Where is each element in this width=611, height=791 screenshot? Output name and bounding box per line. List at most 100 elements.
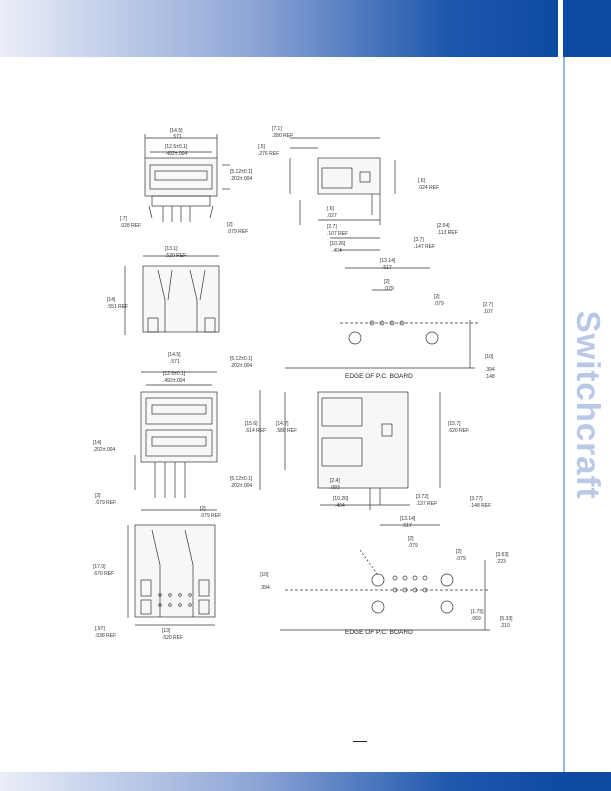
dim-label: .394 [260, 585, 270, 591]
dim-label: [14.5] [168, 352, 181, 358]
dim-label: [17.0] [93, 564, 106, 570]
dim-label: .107 [483, 309, 493, 315]
dim-label: [2.4] [330, 478, 340, 484]
dim-label: [3.72] [416, 494, 429, 500]
dim-label: [5.33] [500, 616, 513, 622]
dim-label: .202±.004 [230, 483, 252, 489]
dim-label: [5.12±0.1] [230, 169, 253, 175]
pcb-layout-dual [280, 524, 490, 631]
pcb-layout-single [285, 267, 480, 369]
dim-label: .670 REF [93, 571, 114, 577]
dim-label: [14] [107, 297, 116, 303]
dim-label: .148 REF [470, 503, 491, 509]
dim-label: .517 [382, 265, 392, 271]
dim-label: [2] [227, 222, 233, 228]
dim-label: .038 REF [95, 633, 116, 639]
dim-label: .280 REF [272, 133, 293, 139]
front-view-single [144, 134, 230, 222]
dim-label: [10.26] [330, 241, 346, 247]
dim-label: .614 REF [245, 428, 266, 434]
dim-label: .107 REF [327, 231, 348, 237]
dim-label: [2] [95, 493, 101, 499]
dim-label: .027 [327, 213, 337, 219]
bottom-view-single [124, 255, 220, 335]
dim-label: .079 [456, 556, 466, 562]
dim-label: [5.12±0.1] [230, 356, 253, 362]
dim-label: [2.7] [327, 224, 337, 230]
dim-label: [12.5±0.1] [165, 144, 188, 150]
dim-label: .079 REF [95, 500, 116, 506]
dim-label: .079 [384, 286, 394, 292]
side-view-single [289, 137, 396, 251]
dim-label: [.6] [418, 178, 426, 184]
dim-label: .202±.004 [230, 176, 252, 182]
dim-label: .394 [485, 367, 495, 373]
dim-label: .223 [496, 559, 506, 565]
dim-label: [1.75] [471, 609, 484, 615]
dim-label: [7.1] [272, 126, 282, 132]
dim-label: .202±.004 [93, 447, 115, 453]
dim-label: [.5] [258, 144, 266, 150]
dim-label: [.6] [327, 206, 335, 212]
dim-label: [2] [408, 536, 414, 542]
dim-label: .113 REF [437, 230, 458, 236]
dim-label: [5.12±0.1] [230, 476, 253, 482]
dim-label: .079 REF [227, 229, 248, 235]
dim-label: [14.7] [276, 421, 289, 427]
front-view-dual [134, 371, 218, 511]
dim-label: .137 REF [416, 501, 437, 507]
dim-label: .517 [402, 523, 412, 529]
dim-label: [14.5] [170, 128, 183, 134]
dim-label: [2.54] [437, 223, 450, 229]
dim-label: [2] [384, 279, 390, 285]
side-rail [563, 57, 611, 791]
dim-label: [13] [162, 628, 171, 634]
dim-label: .079 [434, 301, 444, 307]
dim-label: .148 [485, 374, 495, 380]
dim-label: [13.14] [400, 516, 416, 522]
dim-label: [.7] [120, 216, 128, 222]
dim-label: [2.7] [483, 302, 493, 308]
dim-label: [2] [200, 506, 206, 512]
footer-gradient-bar [0, 772, 563, 791]
dim-label: .571 [170, 359, 180, 365]
dim-label: .093 [330, 485, 340, 491]
dim-label: [2] [456, 549, 462, 555]
dim-label: .069 [471, 616, 481, 622]
header-corner-block [563, 0, 611, 57]
dim-label: .079 [408, 543, 418, 549]
dim-label: .571 [172, 134, 182, 140]
dim-label: [3.63] [496, 552, 509, 558]
dimension-labels: [14.5] .571 [12.5±0.1] .492±.004 [5.12±0… [93, 126, 513, 641]
dim-label: [2] [434, 294, 440, 300]
side-view-dual [259, 390, 441, 510]
edge-of-board-label: EDGE OF P.C. BOARD [345, 629, 413, 636]
dim-label: .147 REF [414, 244, 435, 250]
dim-label: .024 REF [418, 185, 439, 191]
dim-label: .210 [500, 623, 510, 629]
header-gradient-bar [0, 0, 558, 57]
dim-label: .028 REF [120, 223, 141, 229]
dim-label: [10] [260, 572, 269, 578]
bottom-view-dual [127, 524, 216, 626]
dim-label: .276 REF [258, 151, 279, 157]
dim-label: .520 REF [165, 253, 186, 259]
dim-label: .520 REF [162, 635, 183, 641]
dim-label: .492±.004 [163, 378, 185, 384]
dim-label: [14] [93, 440, 102, 446]
page-marker [353, 741, 367, 742]
dim-label: .079 REF [200, 513, 221, 519]
dim-label: [3.7] [414, 237, 424, 243]
dim-label: [10] [485, 354, 494, 360]
dim-label: [3.77] [470, 496, 483, 502]
dim-label: [15.7] [448, 421, 461, 427]
dim-label: .404 [332, 248, 342, 254]
dim-label: .551 REF [107, 304, 128, 310]
dim-label: .202±.004 [230, 363, 252, 369]
dim-label: [.97] [95, 626, 105, 632]
dim-label: .580 REF [276, 428, 297, 434]
dim-label: [13.14] [380, 258, 396, 264]
edge-of-board-label: EDGE OF P.C. BOARD [345, 373, 413, 380]
dim-label: [15.6] [245, 421, 258, 427]
